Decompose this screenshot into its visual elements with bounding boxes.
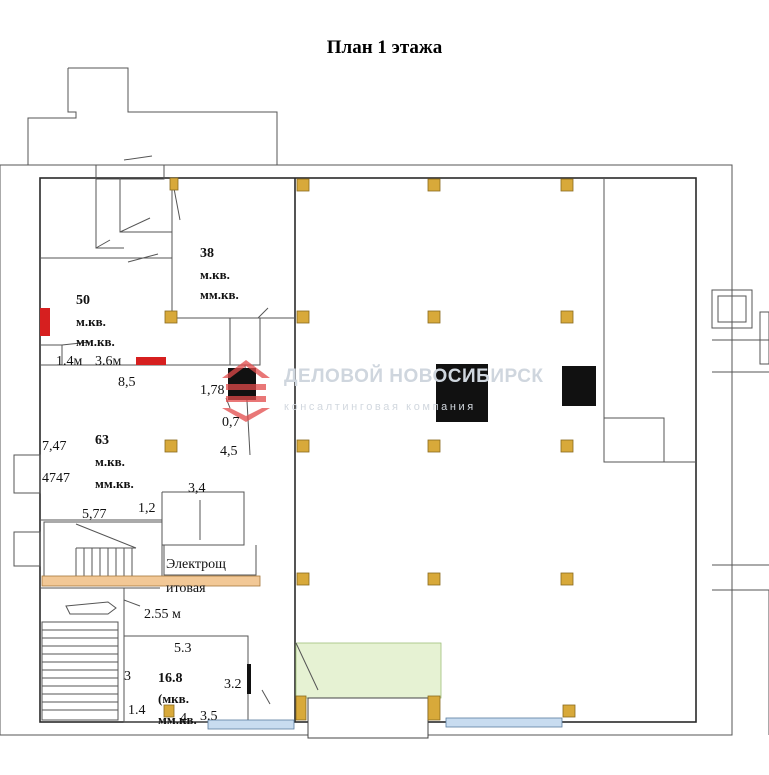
entrance-area [295, 642, 442, 699]
window-bottom-left [207, 719, 295, 730]
stair-band [41, 575, 261, 587]
watermark-name: ДЕЛОВОЙ НОВОСИБИРСК [284, 365, 544, 387]
dim-4: 4 [180, 711, 187, 726]
room-16-8-unit-alt: мм.кв. [158, 712, 197, 727]
dim-5-3: 5.3 [174, 641, 192, 656]
red-marker-bottom [136, 357, 166, 365]
dim-7-47: 7,47 [42, 439, 67, 454]
dim-3-6m: 3.6м [95, 354, 122, 369]
dim-4-5: 4,5 [220, 444, 238, 459]
plan-title: План 1 этажа [326, 37, 443, 58]
dim-1-78: 1,78 [200, 383, 225, 398]
right-annex [711, 289, 769, 735]
dim-3-2: 3.2 [224, 677, 242, 692]
room-16-8-unit: (мкв. [158, 691, 189, 706]
red-marker-left [40, 308, 50, 336]
dim-1-4: 1.4 [128, 703, 146, 718]
dim-3-5: 3.5 [200, 709, 218, 724]
columns [163, 177, 576, 721]
dim-3-4: 3,4 [188, 481, 206, 496]
dim-4747: 4747 [42, 471, 70, 486]
dark-block-right [562, 366, 596, 406]
dim-5-77: 5,77 [82, 507, 107, 522]
room-63-unit-alt: мм.кв. [95, 476, 134, 491]
room-50-area: 50 [76, 293, 90, 308]
room-63-area: 63 [95, 433, 109, 448]
dim-1-4m: 1.4м [56, 354, 83, 369]
room-50-unit-alt: мм.кв. [76, 334, 115, 349]
upper-stair [75, 523, 137, 577]
room-50-unit: м.кв. [76, 314, 106, 329]
electro-room-label-1: Электрощ [166, 557, 226, 572]
room-16-8-area: 16.8 [158, 671, 183, 686]
watermark-logo-icon [222, 360, 270, 422]
dark-mark-16-8 [247, 664, 251, 694]
room-63-unit: м.кв. [95, 454, 125, 469]
dim-3: 3 [124, 669, 131, 684]
lower-stair [41, 601, 119, 721]
room-38-area: 38 [200, 246, 214, 261]
dim-2-55m: 2.55 м [144, 607, 181, 622]
dim-8-5: 8,5 [118, 375, 136, 390]
window-bottom-right [445, 717, 563, 728]
dark-block-center [436, 364, 488, 422]
left-rooms [13, 155, 295, 723]
room-38-unit-alt: мм.кв. [200, 287, 239, 302]
dim-0-7: 0,7 [222, 415, 240, 430]
room-38-unit: м.кв. [200, 267, 230, 282]
dim-1-2: 1,2 [138, 501, 156, 516]
right-rooms [603, 178, 696, 463]
entrance-doorway [307, 697, 429, 739]
watermark-tagline: консалтинговая компания [284, 401, 476, 413]
electro-room-label-2: итовая [166, 581, 206, 596]
